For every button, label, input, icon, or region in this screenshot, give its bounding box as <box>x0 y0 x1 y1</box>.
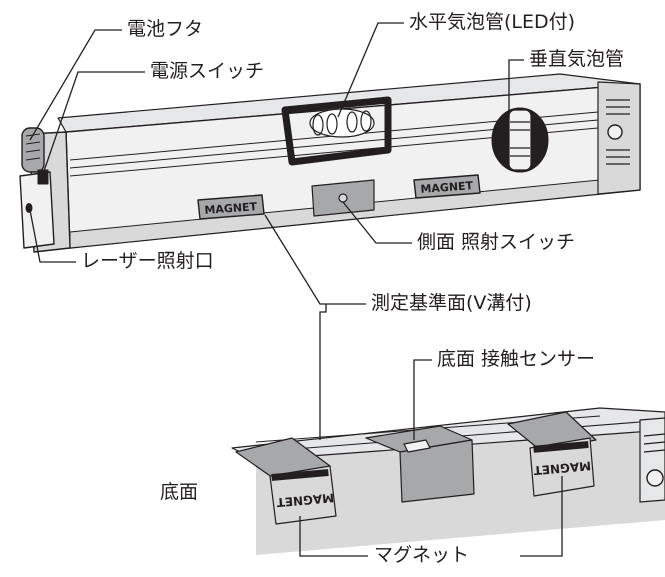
leader-contact-sensor <box>413 359 432 440</box>
leader-power-switch <box>42 71 145 175</box>
label-horizontal-vial: 水平気泡管(LED付) <box>409 11 576 33</box>
leader-magnet-left <box>299 516 368 557</box>
leader-magnet-right <box>520 476 563 557</box>
label-battery-cover: 電池フタ <box>127 18 204 40</box>
label-power-switch: 電源スイッチ <box>150 60 265 82</box>
leader-laser-port <box>29 209 76 263</box>
leader-reference-face-2 <box>319 304 327 440</box>
label-reference-face: 測定基準面(V溝付) <box>371 292 532 314</box>
leader-reference-face <box>264 214 366 305</box>
leader-side-switch <box>342 201 412 244</box>
label-magnet: マグネット <box>374 544 470 566</box>
label-vertical-vial: 垂直気泡管 <box>529 48 625 70</box>
label-bottom: 底面 <box>160 481 199 503</box>
label-side-switch: 側面 照射スイッチ <box>417 231 576 253</box>
level-bottom-view <box>231 407 665 555</box>
magnet-badge-text-4: MAGNET <box>532 459 591 478</box>
magnet-badge-text-1: MAGNET <box>204 200 258 217</box>
label-contact-sensor: 底面 接触センサー <box>437 348 596 370</box>
leader-horizontal-vial <box>337 22 404 118</box>
leader-battery-cover <box>29 29 122 141</box>
magnet-badge-text-2: MAGNET <box>420 179 474 196</box>
label-laser-port: レーザー照射口 <box>81 250 214 272</box>
leader-vertical-vial <box>508 59 524 118</box>
magnet-badge-text-3: MAGNET <box>275 491 334 510</box>
leader-lines <box>29 22 563 557</box>
level-top-view <box>19 73 641 253</box>
